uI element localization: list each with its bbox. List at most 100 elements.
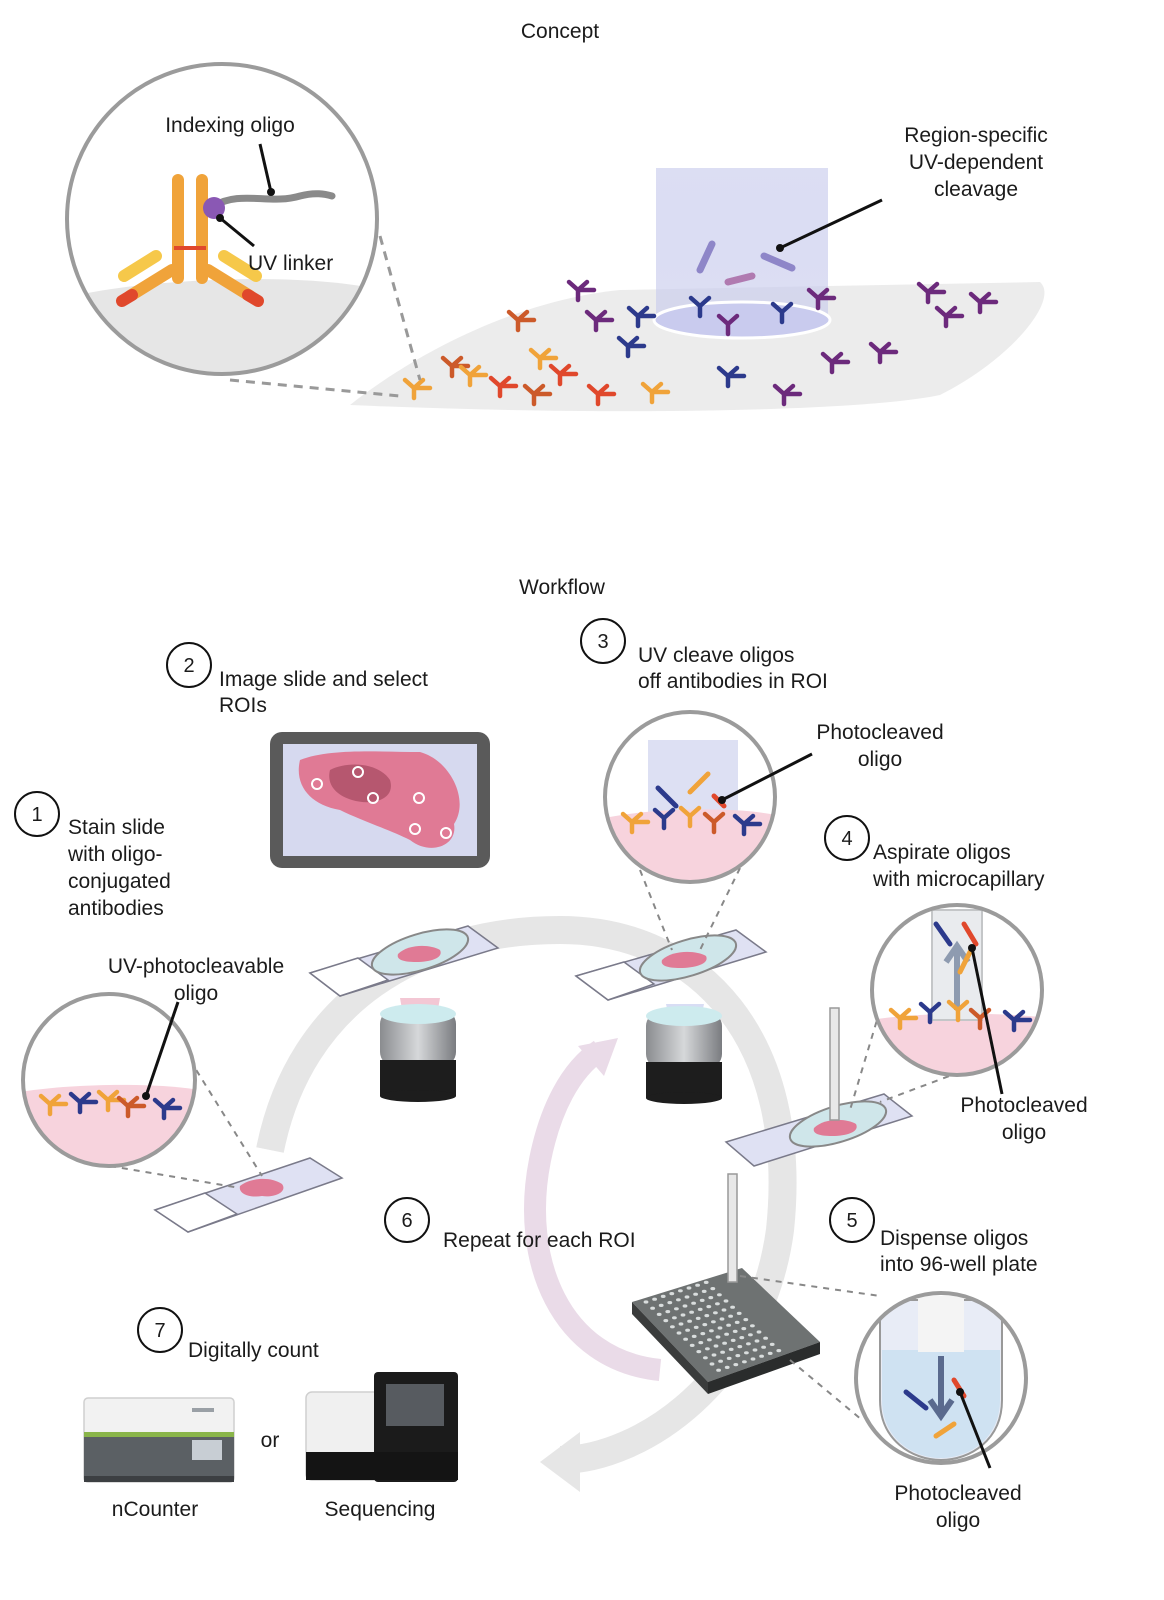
step-badges: 1 2 3 4 5 6 7 [14,618,875,1353]
uv-linker-label: UV linker [248,252,333,275]
step-7-number: 7 [154,1320,165,1342]
plate-well [696,1350,702,1354]
plate-well [701,1289,707,1293]
uv-photocleavable-label-2: oligo [174,982,218,1005]
sequencing-label: Sequencing [325,1498,436,1521]
concept-title: Concept [521,20,599,43]
plate-well [722,1341,727,1345]
step-3-badge [580,618,626,664]
step-3-label: UV cleave oligos off antibodies in ROI [638,644,828,693]
step-4-line-1: Aspirate oligos [873,841,1011,864]
plate-well [726,1323,731,1327]
region-label-line1: Region-specific [904,124,1048,147]
plate-well [728,1314,733,1318]
plate-well [735,1354,741,1358]
plate-well [732,1329,738,1333]
plate-well [724,1332,729,1336]
plate-well [721,1308,727,1312]
plate-well [734,1320,740,1324]
step-4-line-2: with microcapillary [872,868,1045,891]
plate-well [656,1312,662,1316]
plate-well [703,1356,708,1360]
microscope-objective-2 [380,1004,456,1102]
step-1-line-1: Stain slide [68,816,165,839]
plate-well [736,1311,742,1315]
plate-well [663,1319,669,1323]
plate-well [702,1323,708,1327]
uv-linker-dot [203,197,225,219]
step-7-line-1: Digitally count [188,1339,319,1362]
step-6-line-1: Repeat for each ROI [443,1229,636,1252]
plate-well [703,1280,709,1284]
plate-well [643,1300,649,1304]
plate-well [660,1294,666,1298]
zoom-circle-step4 [870,903,1044,1095]
plate-well [678,1289,683,1293]
step-6-number: 6 [401,1210,412,1232]
uv-photocleavable-label-1: UV-photocleavable [108,955,284,978]
zoom-circle-step5 [854,1291,1028,1469]
plate-well [686,1286,692,1290]
plate-well [730,1305,735,1309]
plate-well [741,1327,747,1331]
plate-well [685,1328,690,1332]
ncounter-label: nCounter [112,1498,198,1521]
concept-inset-circle [65,62,379,376]
plate-well [761,1345,766,1349]
plate-well [650,1306,655,1310]
workflow-title: Workflow [519,576,606,599]
slide-step4 [724,1007,914,1167]
dispense-capillary-icon [727,1173,738,1283]
plate-well [726,1356,732,1360]
or-label: or [261,1429,280,1452]
plate-well [711,1320,716,1324]
step-7-badge [137,1307,183,1353]
well-plate-icon [632,1173,820,1394]
step-4-badge [824,815,870,861]
plate-well [700,1332,706,1336]
zoom-circle-step1 [21,992,197,1168]
plate-well [718,1359,723,1363]
plate-well [709,1362,715,1366]
slide-step2 [308,925,500,1020]
step-1-label: Stain slide with oligo- conjugated antib… [67,816,171,920]
ncounter-instrument-icon [83,1397,235,1483]
plate-well [744,1351,749,1355]
plate-well [737,1345,743,1349]
plate-well [658,1303,664,1307]
step-5-number: 5 [846,1210,857,1232]
plate-well [720,1350,725,1354]
plate-well [763,1336,768,1340]
plate-well [717,1326,723,1330]
plate-well [691,1301,696,1305]
plate-well [684,1295,690,1299]
step-3-number: 3 [597,631,608,653]
step-7-label: Digitally count [188,1339,319,1362]
step-1-badge [14,791,60,837]
plate-well [669,1292,675,1296]
plate-well [708,1296,714,1300]
plate-well [739,1336,745,1340]
zoom-circle-step3 [603,710,813,884]
region-label-line3: cleavage [934,178,1018,201]
plate-well [750,1324,755,1328]
monitor-icon [270,732,490,868]
plate-well [689,1343,695,1347]
plate-well [697,1307,703,1311]
photocleaved-label-4-line1: Photocleaved [960,1094,1087,1117]
plate-well [707,1338,712,1342]
photocleaved-label-5-line1: Photocleaved [894,1482,1021,1505]
step-2-line-1: Image slide and select [219,668,428,691]
plate-well [687,1319,692,1323]
step-2-number: 2 [183,655,194,677]
plate-well [678,1322,684,1326]
plate-well [683,1337,688,1341]
step-1-line-2: with oligo- [67,843,163,866]
plate-well [724,1365,730,1369]
plate-well [695,1316,701,1320]
plate-well [676,1331,682,1335]
microcapillary-icon [829,1007,840,1121]
plate-well [711,1353,717,1357]
